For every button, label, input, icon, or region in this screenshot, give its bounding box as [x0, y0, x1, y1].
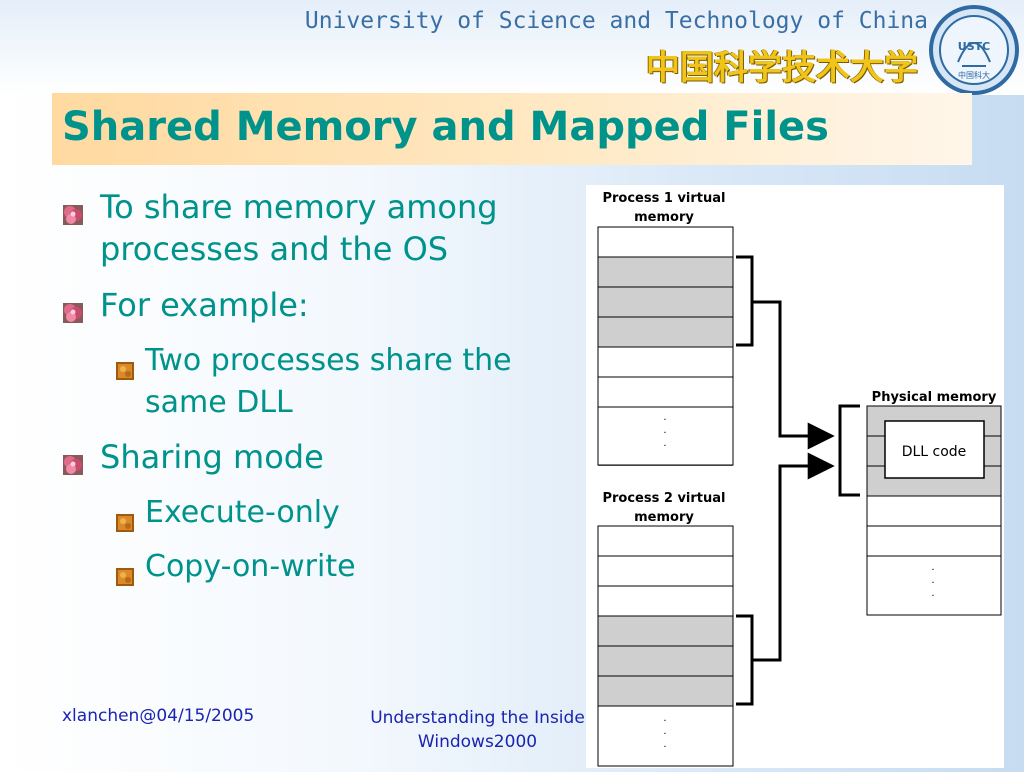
bullet-item: To share memory among processes and the … [60, 186, 560, 270]
bullet-text: Execute-only [145, 495, 340, 530]
footer-course-line2: Windows2000 [417, 732, 538, 752]
process1-label-line1: Process 1 virtual [602, 191, 725, 206]
ellipsis-dot: · [931, 578, 934, 589]
dll-code-box [884, 420, 985, 479]
logo-text-bottom: 中国科大 [958, 70, 990, 80]
physical-bracket [838, 404, 860, 497]
process1-shared-page [597, 316, 734, 348]
footer-author: xlanchen@04/15/2005 [62, 706, 255, 726]
process2-arrow [752, 452, 835, 662]
flower-bullet-icon [62, 444, 84, 475]
square-bullet-icon [116, 502, 134, 532]
process2-label-line2: memory [634, 510, 694, 525]
process2-bracket [736, 614, 754, 706]
footer-course-line1: Understanding the Inside [370, 708, 585, 728]
ellipsis-dot: · [931, 565, 934, 576]
sub-bullet-item: Execute-only [60, 492, 560, 534]
physical-memory-column: DLL code · · · [866, 405, 1002, 616]
ellipsis-dot: · [663, 729, 666, 740]
process2-shared-page [597, 645, 734, 677]
mapping-connectors [736, 255, 860, 706]
header-band [0, 0, 1024, 95]
process1-shared-page [597, 256, 734, 288]
dll-code-label: DLL code [902, 444, 967, 460]
flower-bullet-icon [62, 292, 84, 323]
process2-shared-page [597, 675, 734, 707]
slide-title: Shared Memory and Mapped Files [62, 104, 829, 150]
ellipsis-dot: · [663, 415, 666, 426]
sub-bullet-item: Copy-on-write [60, 546, 560, 588]
bullet-text: Copy-on-write [145, 549, 356, 584]
flower-bullet-icon [62, 194, 84, 225]
sub-bullet-item: Two processes share the same DLL [60, 340, 560, 424]
bullet-text: For example: [100, 286, 309, 324]
process2-memory-column: · · · [597, 525, 734, 767]
ellipsis-dot: · [663, 742, 666, 753]
physical-memory-label: Physical memory [872, 390, 997, 405]
memory-diagram-svg: Process 1 virtual memory · · · Process 2… [597, 191, 1002, 767]
bullet-item: Sharing mode [60, 436, 560, 478]
process1-memory-column: · · · [597, 226, 734, 466]
ellipsis-dot: · [931, 591, 934, 602]
bullet-text: Sharing mode [100, 438, 324, 476]
bullet-text: To share memory among processes and the … [100, 188, 498, 268]
ellipsis-dot: · [663, 716, 666, 727]
university-logo: USTC 中国科大 [929, 5, 1019, 95]
square-bullet-icon [116, 556, 134, 586]
bullet-item: For example: [60, 284, 560, 326]
process2-shared-page [597, 615, 734, 647]
ellipsis-dot: · [663, 441, 666, 452]
ellipsis-dot: · [663, 428, 666, 439]
process2-label-line1: Process 2 virtual [602, 491, 725, 506]
footer-course: Understanding the Inside Windows2000 [350, 706, 605, 754]
university-name-cn: 中国科学技术大学 [646, 48, 918, 88]
memory-diagram: Process 1 virtual memory · · · Process 2… [586, 185, 1004, 768]
bullet-list: To share memory among processes and the … [60, 186, 560, 600]
bullet-text: Two processes share the same DLL [145, 343, 512, 420]
university-name-en: University of Science and Technology of … [304, 8, 928, 34]
process1-bracket [736, 255, 754, 347]
title-bar [52, 93, 972, 165]
square-bullet-icon [116, 350, 134, 380]
process1-arrow [752, 300, 835, 450]
process1-label-line2: memory [634, 210, 694, 225]
process1-shared-page [597, 286, 734, 318]
logo-text-top: USTC [958, 40, 990, 53]
